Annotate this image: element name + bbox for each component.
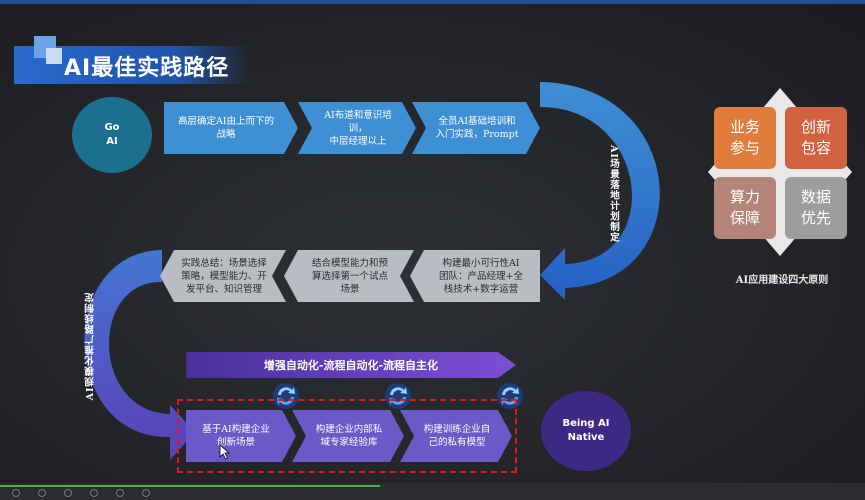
- principle-tile-line2: 参与: [729, 139, 760, 157]
- row1-step1: 高层确定AI由上而下的战略: [164, 102, 298, 154]
- row2-step2-line3: 场景: [340, 283, 360, 295]
- row3-step2: 构建企业内部私域专家经验库: [292, 410, 404, 462]
- principle-tile-line2: 优先: [800, 209, 831, 227]
- principle-tile-line1: 创新: [800, 118, 831, 136]
- progress-bar[interactable]: [0, 485, 380, 487]
- end-circle-line2: Native: [567, 432, 605, 443]
- row3-step2-line1: 构建企业内部私: [315, 424, 383, 435]
- player-control[interactable]: [142, 489, 150, 497]
- start-circle-line1: Go: [104, 122, 120, 133]
- row3-step3-line1: 构建训练企业自: [423, 424, 491, 435]
- right-curve: [540, 82, 660, 300]
- principle-tile-line2: 包容: [800, 139, 831, 157]
- principles-caption: AI应用建设四大原则: [735, 275, 829, 286]
- left-curve-label: AI规模化推广路线制定: [85, 292, 96, 401]
- row1-step3-line2: 入门实践，Prompt: [435, 129, 519, 140]
- row1-step2-line2: 中层经理以上: [329, 135, 387, 147]
- player-control[interactable]: [12, 489, 20, 497]
- row3-step1: 基于AI构建企业创新场景: [186, 410, 296, 462]
- highlight-box: [177, 399, 517, 473]
- start-circle-line2: AI: [106, 136, 118, 147]
- cursor-icon: [219, 444, 231, 460]
- row2-step2: 结合模型能力和预算选择第一个试点场景: [284, 250, 414, 302]
- row2-step3: 实践总结：场景选择策略，模型能力、开发平台、知识管理: [160, 250, 286, 302]
- title-decoration-inner: [46, 48, 62, 64]
- row2-step1-line1: 构建最小可行性AI: [442, 257, 520, 269]
- row1-step2: AI布道和意识培训，中层经理以上: [298, 102, 416, 154]
- automation-band: 增强自动化-流程自动化-流程自主化: [186, 352, 516, 378]
- row3-step3-line2: 己的私有模型: [428, 437, 486, 448]
- left-curve: [84, 250, 195, 460]
- window-top-bar: [0, 0, 865, 4]
- row3-step3: 构建训练企业自己的私有模型: [400, 410, 512, 462]
- row1-step1-line1: 高层确定AI由上而下的: [177, 116, 275, 127]
- principle-tile-line1: 业务: [729, 118, 760, 136]
- principle-tile: 创新包容: [785, 107, 847, 169]
- row1-step1-line2: 战略: [216, 129, 236, 140]
- row1-step3-line1: 全员AI基础培训和: [438, 116, 516, 127]
- row2-step3-line1: 实践总结：场景选择: [181, 257, 267, 269]
- player-control[interactable]: [116, 489, 124, 497]
- end-circle-line1: Being AI: [562, 418, 610, 429]
- right-curve-label: AI场景落地计划制定: [608, 145, 619, 243]
- row1-step3: 全员AI基础培训和入门实践，Prompt: [412, 102, 540, 154]
- player-bar: [0, 483, 865, 500]
- row2-step2-line1: 结合模型能力和预: [311, 257, 388, 269]
- row2-step1-line2: 团队：产品经理+全: [439, 270, 523, 282]
- principle-tile: 数据优先: [785, 177, 847, 239]
- principle-tile-line2: 保障: [729, 209, 760, 227]
- end-circle: Being AI Native: [541, 391, 631, 471]
- player-control[interactable]: [90, 489, 98, 497]
- principle-tile: 算力保障: [714, 177, 776, 239]
- player-control[interactable]: [64, 489, 72, 497]
- row3-step2-line2: 域专家经验库: [320, 437, 378, 448]
- row1-step2-line1: AI布道和意识培训，: [324, 109, 392, 134]
- row2-step2-line2: 算选择第一个试点: [311, 270, 388, 282]
- row2-step1-line3: 栈技术+数字运营: [443, 283, 519, 295]
- row2-step3-line3: 发平台、知识管理: [185, 283, 262, 295]
- row2-step3-line2: 策略，模型能力、开: [181, 270, 267, 282]
- player-control[interactable]: [38, 489, 46, 497]
- row3-step1-line1: 基于AI构建企业: [202, 424, 270, 435]
- principle-tile-line1: 数据: [800, 188, 831, 206]
- principle-tile: 业务参与: [714, 107, 776, 169]
- slide-title: AI最佳实践路径: [64, 56, 230, 81]
- principle-tile-line1: 算力: [729, 188, 760, 206]
- row3-step1-line2: 创新场景: [216, 437, 255, 448]
